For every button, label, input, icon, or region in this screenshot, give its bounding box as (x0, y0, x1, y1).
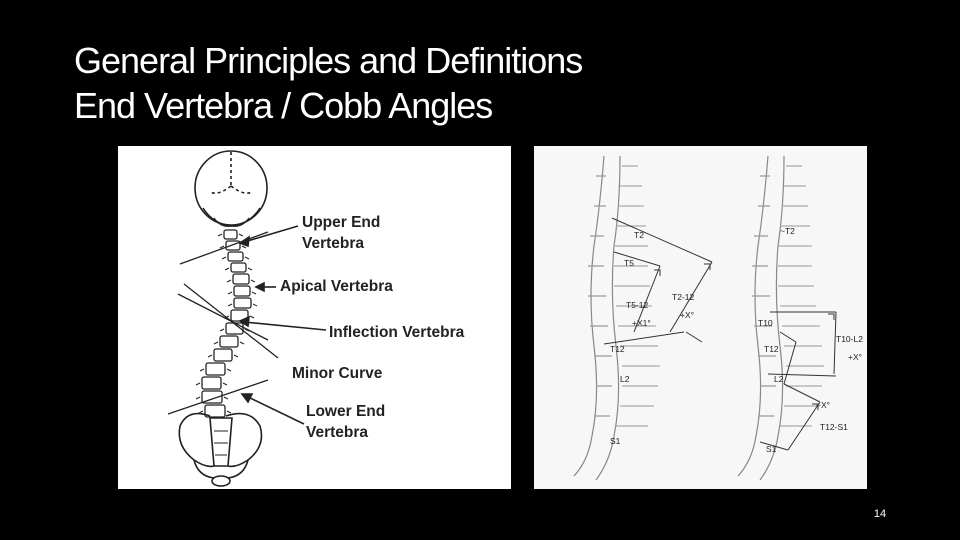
label-b-x-plus: +X° (848, 352, 863, 362)
spine-b-cobb-lines (759, 311, 837, 451)
label-a-t2-12: T2-12 (672, 292, 695, 302)
label-a-t5-12: T5-12 (626, 300, 649, 310)
label-a-l2: L2 (620, 374, 630, 384)
spine-sagittal-drawing (573, 155, 837, 481)
pointer-arrows (238, 225, 327, 425)
label-b-s1: S1 (766, 444, 777, 454)
label-b-x-minus: −X° (816, 400, 831, 410)
label-upper-end-vertebra-line1: Upper End (302, 214, 381, 231)
label-a-t2: T2 (634, 230, 644, 240)
label-a-t5: T5 (624, 258, 634, 268)
spine-coronal-drawing (167, 150, 327, 487)
label-a-x1: +X1° (632, 318, 651, 328)
label-b-t12-s1: T12-S1 (820, 422, 848, 432)
label-minor-curve: Minor Curve (292, 365, 383, 382)
spine-sagittal-cobb-diagram: T2 T5 T5-12 +X1° T2-12 +X° T12 L2 S1 ~T2… (534, 146, 867, 489)
label-lower-end-vertebra-line2: Vertebra (306, 424, 369, 441)
label-b-t10: T10 (758, 318, 773, 328)
pelvis-illustration (178, 412, 263, 487)
label-b-l2: L2 (774, 374, 784, 384)
spine-a-cobb-lines (603, 217, 713, 345)
spine-b-illustration (737, 155, 824, 481)
label-b-t2: ~T2 (780, 226, 795, 236)
label-lower-end-vertebra-line1: Lower End (306, 403, 386, 420)
label-b-t10-l2: T10-L2 (836, 334, 863, 344)
vertebral-column (201, 229, 252, 418)
label-a-s1: S1 (610, 436, 621, 446)
tangent-lines (167, 231, 279, 415)
label-a-t12: T12 (610, 344, 625, 354)
label-a-x2: +X° (680, 310, 695, 320)
label-upper-end-vertebra-line2: Vertebra (302, 235, 365, 252)
slide-title: General Principles and Definitions End V… (74, 38, 894, 128)
label-b-t12: T12 (764, 344, 779, 354)
skull-illustration (194, 150, 268, 227)
title-line-2: End Vertebra / Cobb Angles (74, 85, 493, 126)
page-number: 14 (873, 508, 887, 520)
label-inflection-vertebra: Inflection Vertebra (329, 324, 465, 341)
spine-coronal-diagram: Upper End Vertebra Apical Vertebra Infle… (118, 146, 511, 489)
vertebral-processes (195, 233, 258, 414)
label-apical-vertebra: Apical Vertebra (280, 278, 393, 295)
title-line-1: General Principles and Definitions (74, 40, 583, 81)
